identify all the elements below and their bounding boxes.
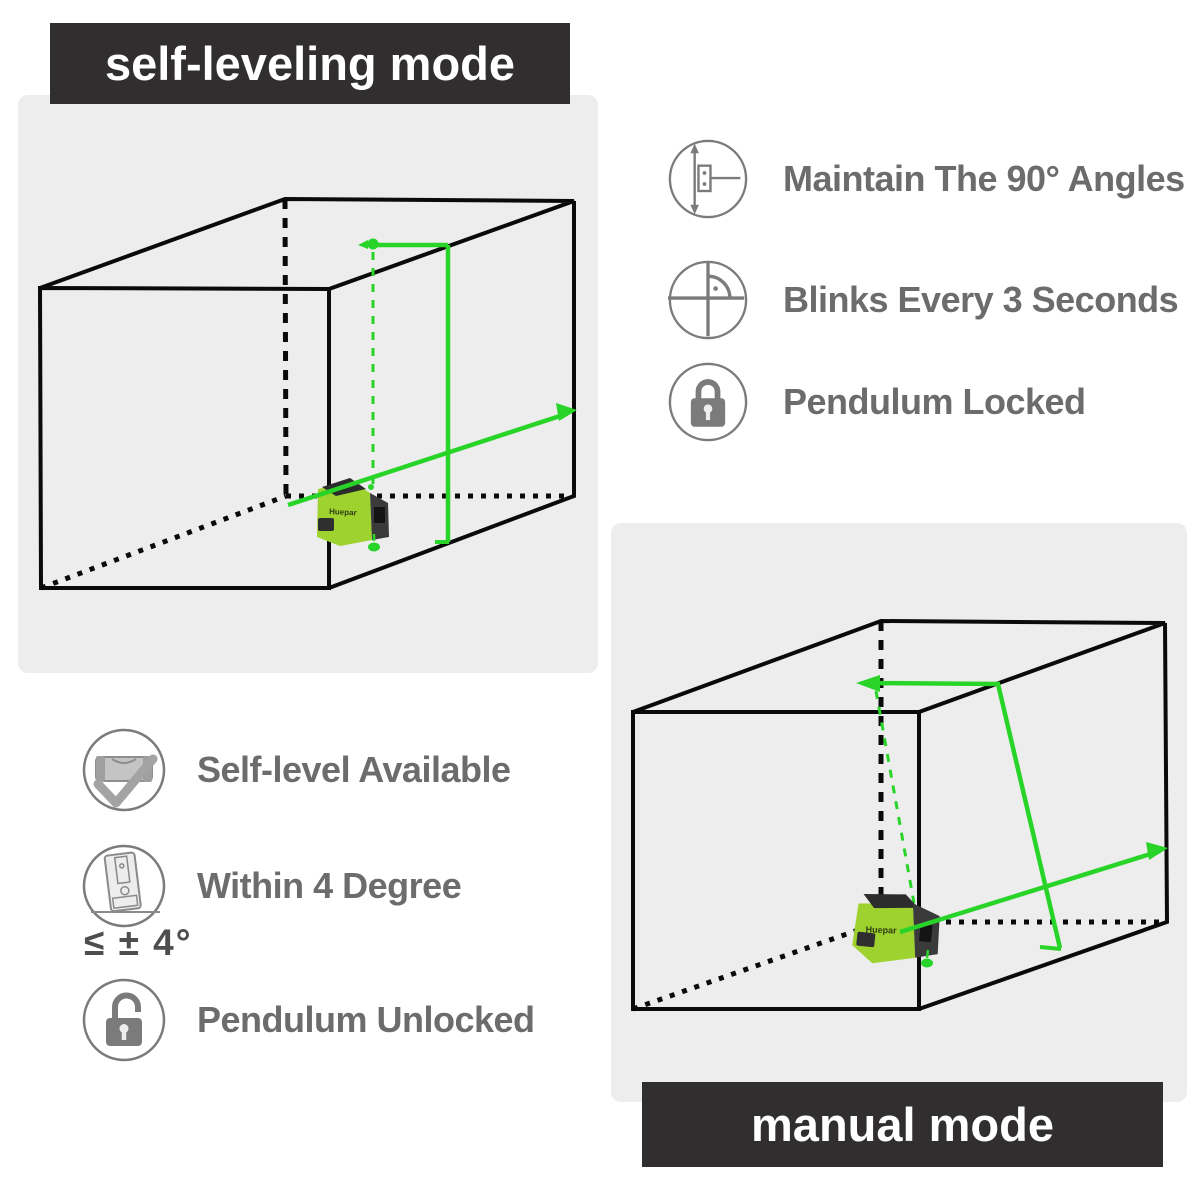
self-leveling-banner-title: self-leveling mode (104, 37, 516, 90)
plumb-dot (368, 542, 380, 552)
manual-mode-banner: manual mode (642, 1082, 1163, 1167)
laser-lines (287, 242, 567, 544)
device-brand-label: Huepar (329, 507, 357, 517)
feature-self-level: Self-level Available (82, 728, 511, 812)
feature-label: Self-level Available (197, 749, 511, 790)
plumb-dashed-laser (874, 690, 916, 904)
plumb-stem (925, 949, 930, 959)
feature-maintain-90: Maintain The 90° Angles (668, 139, 1185, 219)
room-cube (37, 196, 576, 591)
tilt-range-note: ≤ ± 4° (84, 922, 193, 963)
self-level-icon (82, 728, 166, 812)
ceiling-laser-dot (367, 238, 379, 250)
feature-label: Maintain The 90° Angles (783, 158, 1185, 199)
laser-lines (863, 680, 1161, 959)
feature-blinks: Blinks Every 3 Seconds (668, 260, 1179, 340)
right-angle-icon (668, 139, 748, 219)
self-leveling-scene: Huepar (37, 196, 577, 591)
laser-markers (856, 675, 1168, 968)
feature-label: Pendulum Locked (783, 381, 1086, 422)
manual-mode-banner-title: manual mode (751, 1098, 1054, 1151)
tilted-laser-foot (1039, 945, 1062, 951)
laser-level-device: Huepar (317, 478, 389, 546)
laser-markers (358, 238, 577, 552)
tilt-4-degree-icon (82, 844, 166, 928)
feature-label: Pendulum Unlocked (197, 999, 535, 1040)
manual-mode-panel: Huepar (611, 523, 1187, 1102)
plumb-dot (921, 958, 933, 968)
device-brand-label: Huepar (865, 924, 897, 935)
beam-arrowhead (1146, 842, 1168, 860)
room-cube (631, 618, 1170, 1012)
ceiling-laser (863, 680, 1001, 687)
ceiling-arrowhead (856, 675, 880, 692)
feature-pendulum-locked: Pendulum Locked (668, 362, 1086, 442)
feature-label: Within 4 Degree (197, 865, 462, 906)
beam-arrowhead (556, 403, 577, 421)
feature-within-4-degree: Within 4 Degree (82, 844, 462, 928)
horizontal-laser-beam (899, 848, 1161, 935)
pendulum-locked-icon (668, 362, 748, 442)
laser-level-device: Huepar (852, 893, 940, 964)
horizontal-laser-beam (287, 411, 567, 508)
tilted-vertical-laser (995, 683, 1063, 949)
self-leveling-panel: Huepar (18, 95, 598, 673)
manual-mode-scene: Huepar (631, 618, 1170, 1012)
self-leveling-banner: self-leveling mode (50, 23, 570, 104)
pendulum-unlocked-icon (82, 978, 166, 1062)
blink-crosshair-icon (668, 260, 748, 340)
feature-label: Blinks Every 3 Seconds (783, 279, 1179, 320)
feature-pendulum-unlocked: Pendulum Unlocked (82, 978, 535, 1062)
ceiling-dot-tail (358, 240, 368, 249)
